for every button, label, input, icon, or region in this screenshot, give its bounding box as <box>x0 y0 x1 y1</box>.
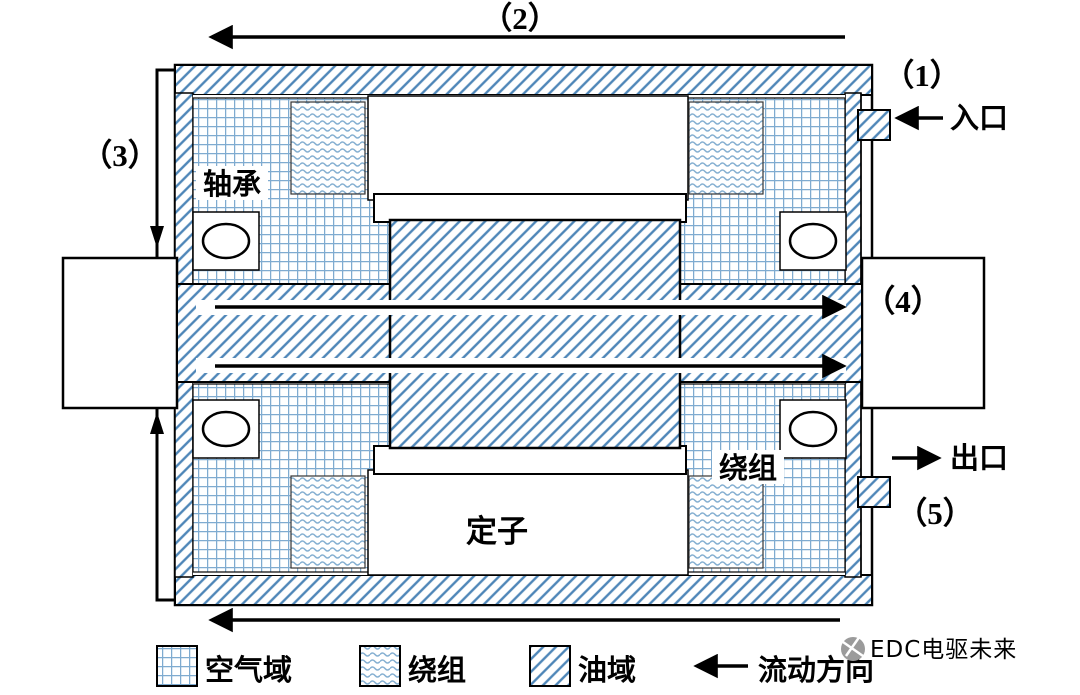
label-step-3: （3） <box>81 138 159 173</box>
winding-label-bg <box>712 450 784 484</box>
legend-winding-label: 绕组 <box>408 653 466 687</box>
bearing-bottom-right <box>788 410 838 448</box>
winding-top-right <box>688 101 764 195</box>
label-winding: 绕组 <box>719 451 777 485</box>
up-arrowhead <box>150 412 164 434</box>
label-step-4: （4） <box>864 284 942 319</box>
label-inlet: 入口 <box>950 103 1008 135</box>
rotor-core <box>388 218 682 450</box>
top-oil-jacket <box>174 64 873 96</box>
down-arrowhead <box>150 226 164 248</box>
label-step-5: （5） <box>896 496 974 531</box>
label-bearing: 轴承 <box>203 168 261 201</box>
winding-top-left <box>290 101 366 195</box>
label-outlet: 出口 <box>950 442 1008 475</box>
bearing-top-right <box>788 222 838 260</box>
winding-bottom-right <box>688 475 764 569</box>
watermark-text: EDC电驱未来 <box>870 637 1017 663</box>
label-step-2: （2） <box>481 1 559 36</box>
bearing-top-left <box>201 222 251 260</box>
label-stator: 定子 <box>466 514 528 549</box>
watermark-logo-cuts <box>842 635 864 658</box>
bearing-label-bg <box>196 166 268 200</box>
bearing-bottom-left <box>201 410 251 448</box>
bottom-oil-jacket <box>174 574 873 606</box>
legend-winding-swatch <box>359 645 401 687</box>
legend-air-swatch <box>156 645 198 687</box>
inlet-port <box>857 109 891 141</box>
stator-band-top <box>373 193 687 223</box>
legend: 空气域 绕组 油域 流动方向 <box>156 645 874 687</box>
winding-bottom-left <box>290 475 366 569</box>
legend-air-label: 空气域 <box>205 653 292 687</box>
shaft-stub-right <box>860 256 986 410</box>
label-step-1: （1） <box>883 58 961 93</box>
outlet-port <box>857 476 891 508</box>
shaft-stub-left <box>61 256 179 410</box>
legend-oil-label: 油域 <box>578 654 636 687</box>
stator-core-top <box>367 95 689 201</box>
watermark: EDC电驱未来 <box>841 635 1017 663</box>
stator-band-bottom <box>373 445 687 475</box>
stator-core-bottom <box>367 469 689 576</box>
legend-oil-swatch <box>529 645 571 687</box>
